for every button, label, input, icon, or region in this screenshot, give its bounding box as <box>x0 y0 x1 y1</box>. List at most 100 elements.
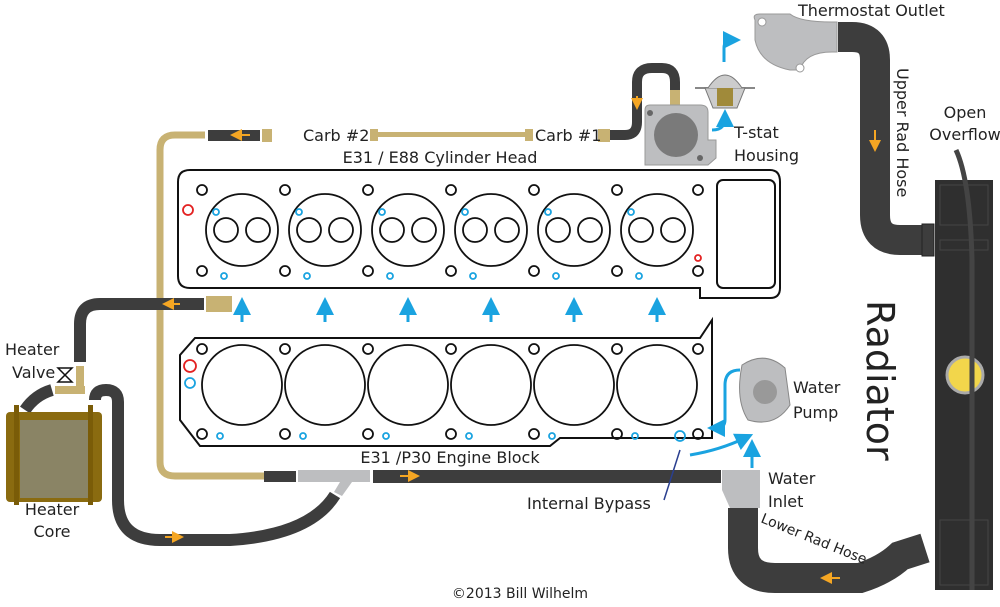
head-bolt <box>445 343 457 355</box>
valve <box>462 217 488 243</box>
head-bolt <box>692 184 704 196</box>
internal-bypass-pointer <box>663 449 681 501</box>
cylinder-bore <box>284 344 366 426</box>
overflow-tube <box>953 148 975 590</box>
carb2-hose <box>208 130 260 141</box>
carb2-fitting <box>262 129 272 142</box>
cylinder-bore <box>616 344 698 426</box>
label-water-inlet-1: Water <box>768 469 816 488</box>
coolant-port <box>461 208 469 216</box>
label-heater-valve-2: Valve <box>12 363 55 382</box>
head-bolt <box>362 428 374 440</box>
head-bolt <box>279 184 291 196</box>
flow-arrow <box>707 368 741 437</box>
head-bolt <box>611 343 623 355</box>
combustion-chamber <box>537 193 611 267</box>
head-bolt <box>196 265 208 277</box>
oil-port <box>183 359 197 373</box>
label-water-pump-2: Pump <box>793 403 838 422</box>
water-inlet <box>722 470 760 508</box>
thermostat <box>695 74 755 109</box>
flow-arrow <box>711 109 734 132</box>
heater-valve <box>55 366 85 394</box>
coolant-port <box>184 377 196 389</box>
cylinder-bore <box>533 344 615 426</box>
head-bolt <box>279 343 291 355</box>
label-lower-rad-hose: Lower Rad Hose <box>759 511 870 568</box>
heater-core <box>6 405 102 505</box>
label-internal-bypass: Internal Bypass <box>527 494 651 513</box>
bypass-hose <box>373 470 721 483</box>
head-bolt <box>611 184 623 196</box>
combustion-chamber <box>288 193 362 267</box>
label-heater-core-2: Core <box>33 522 70 541</box>
combustion-chamber <box>454 193 528 267</box>
coolant-port <box>635 272 643 280</box>
coolant-port <box>469 272 477 280</box>
head-bolt <box>279 265 291 277</box>
head-bolt <box>528 428 540 440</box>
oil-port <box>182 204 194 216</box>
flow-arrow <box>689 433 754 457</box>
head-bolt <box>196 343 208 355</box>
coolant-port <box>465 432 473 440</box>
label-water-pump-1: Water <box>793 378 841 397</box>
copyright: ©2013 Bill Wilhelm <box>452 586 588 602</box>
radiator-cap <box>945 355 985 395</box>
head-bolt <box>445 428 457 440</box>
coolant-port <box>382 432 390 440</box>
heater-fitting <box>206 296 232 312</box>
coolant-port <box>295 208 303 216</box>
coolant-port <box>299 432 307 440</box>
engine-block <box>179 316 713 447</box>
cylinder-bore <box>367 344 449 426</box>
label-open-overflow-2: Overflow <box>929 125 1000 144</box>
valve <box>213 217 239 243</box>
water-pump <box>739 357 791 423</box>
heater-supply-hose <box>74 298 204 362</box>
label-radiator: Radiator <box>858 300 902 461</box>
carb1-hose <box>610 63 680 140</box>
thermostat-outlet <box>753 13 838 71</box>
head-bolt <box>692 428 704 440</box>
head-bolt <box>196 184 208 196</box>
cylinder-bore <box>450 344 532 426</box>
combustion-chamber <box>371 193 445 267</box>
valve <box>411 217 437 243</box>
label-cylinder-head: E31 / E88 Cylinder Head <box>343 148 538 167</box>
coolant-port <box>548 432 556 440</box>
flow-arrow <box>722 31 741 62</box>
oil-port <box>694 254 702 262</box>
head-bolt <box>279 428 291 440</box>
heater-core-inlet-hose <box>20 384 54 414</box>
coolant-port <box>220 272 228 280</box>
head-bolt <box>528 184 540 196</box>
label-engine-block: E31 /P30 Engine Block <box>360 448 540 467</box>
label-upper-rad-hose: Upper Rad Hose <box>893 68 912 197</box>
valve <box>660 217 686 243</box>
coolant-port <box>552 272 560 280</box>
label-heater-valve-1: Heater <box>5 340 60 359</box>
label-heater-core-1: Heater <box>25 500 80 519</box>
label-water-inlet-2: Inlet <box>768 492 803 511</box>
carb-line <box>375 132 530 137</box>
head-bolt <box>362 184 374 196</box>
tstat-housing <box>644 90 717 166</box>
head-bolt <box>528 265 540 277</box>
valve <box>545 217 571 243</box>
carb-fitting-right <box>525 129 533 141</box>
valve <box>577 217 603 243</box>
head-bolt <box>611 265 623 277</box>
head-bolt <box>528 343 540 355</box>
valve <box>494 217 520 243</box>
head-bolt <box>445 184 457 196</box>
coolant-port <box>303 272 311 280</box>
label-tstat-1: T-stat <box>733 123 779 142</box>
label-thermostat-outlet: Thermostat Outlet <box>797 1 945 20</box>
carb-fitting-left <box>370 129 378 141</box>
coolant-port <box>674 430 686 442</box>
coolant-port <box>627 208 635 216</box>
combustion-chamber <box>620 193 694 267</box>
valve <box>379 217 405 243</box>
